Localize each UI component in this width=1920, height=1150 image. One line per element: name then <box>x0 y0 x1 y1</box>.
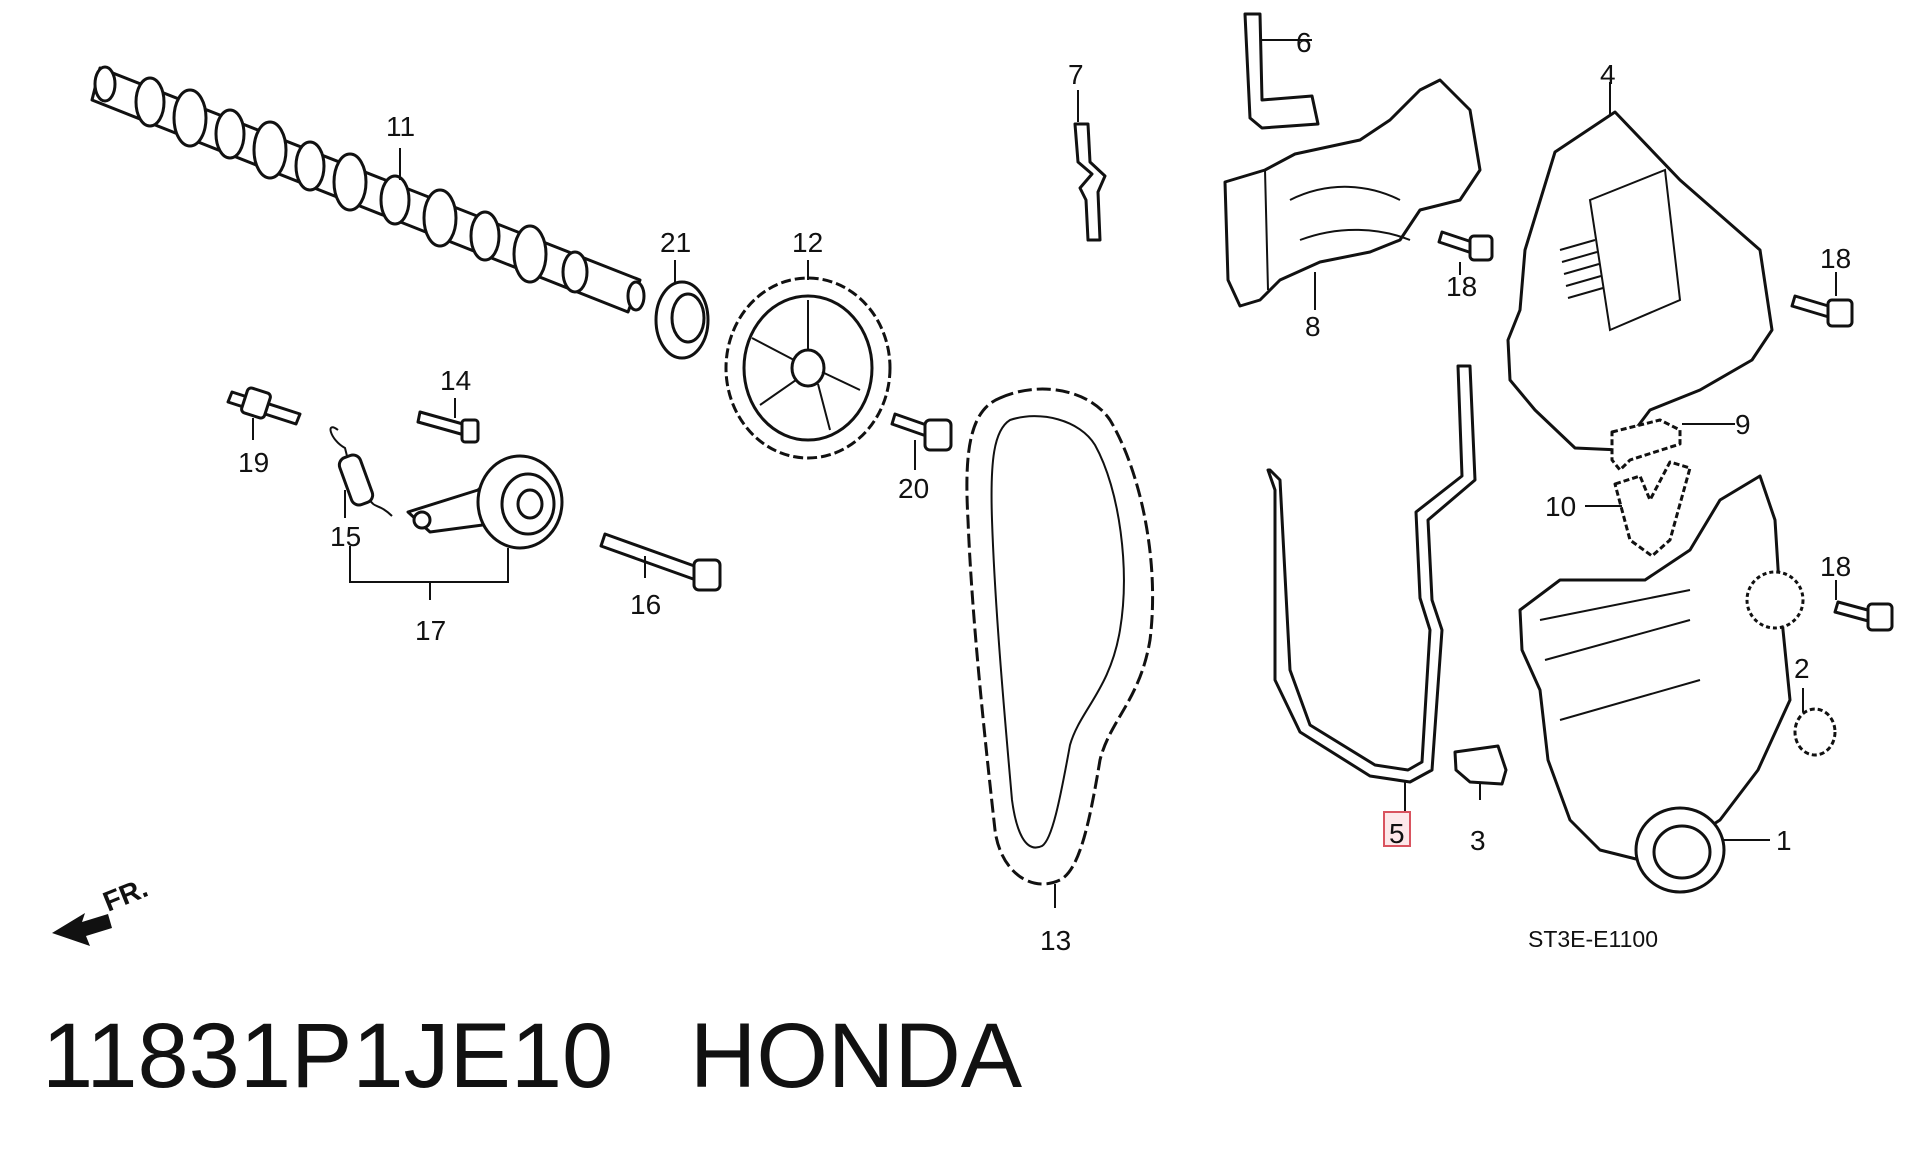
seal-part-6[interactable] <box>1243 12 1320 130</box>
bolt-part-16[interactable] <box>599 532 722 592</box>
callout-2[interactable]: 2 <box>1794 653 1810 684</box>
callout-21[interactable]: 21 <box>660 227 691 258</box>
timing-belt-part-13[interactable] <box>965 387 1155 886</box>
seal-part-10[interactable] <box>1613 460 1692 558</box>
callout-3[interactable]: 3 <box>1470 825 1486 856</box>
drawing-code: ST3E-E1100 <box>1528 926 1658 952</box>
timing-belt-cover-gasket-part-5[interactable] <box>1266 364 1477 784</box>
timing-belt-tensioner-part-17[interactable] <box>406 454 564 550</box>
callout-11[interactable]: 11 <box>386 111 415 142</box>
bolt-part-14[interactable] <box>416 410 480 444</box>
callout-17[interactable]: 17 <box>415 615 446 646</box>
callout-19[interactable]: 19 <box>238 447 269 478</box>
callout-numbers: 1 2 3 4 5 6 7 8 9 10 11 12 13 14 15 16 1… <box>238 27 1851 956</box>
guide-plate-part-7[interactable] <box>1073 122 1107 242</box>
callout-12[interactable]: 12 <box>792 227 823 258</box>
timing-belt-lower-cover-part-1[interactable] <box>1518 474 1805 894</box>
callout-9[interactable]: 9 <box>1735 409 1751 440</box>
caption: 11831P1JE10 HONDA <box>42 1010 1022 1102</box>
camshaft-pulley-part-12[interactable] <box>724 276 892 460</box>
callout-8[interactable]: 8 <box>1305 311 1321 342</box>
oil-seal-part-21[interactable] <box>654 280 710 360</box>
leader-lines <box>252 39 1837 908</box>
callout-6[interactable]: 6 <box>1296 27 1312 58</box>
camshaft-part-11[interactable] <box>90 65 646 314</box>
callout-15[interactable]: 15 <box>330 521 361 552</box>
callout-10[interactable]: 10 <box>1545 491 1576 522</box>
timing-belt-back-cover-part-8[interactable] <box>1223 78 1482 308</box>
stud-bolt-part-19[interactable] <box>226 386 302 426</box>
bolt-part-18-right-upper[interactable] <box>1790 294 1854 328</box>
clip-part-3[interactable] <box>1453 744 1508 786</box>
callout-4[interactable]: 4 <box>1600 59 1616 90</box>
seal-part-9[interactable] <box>1610 418 1682 472</box>
callout-16[interactable]: 16 <box>630 589 661 620</box>
callout-5[interactable]: 5 <box>1389 818 1405 849</box>
tensioner-spring-part-15[interactable] <box>329 426 393 517</box>
callout-5-highlight-box <box>1383 811 1411 847</box>
callout-18-right-lower[interactable]: 18 <box>1820 551 1851 582</box>
caption-brand: HONDA <box>689 1005 1023 1107</box>
caption-part-number: 11831P1JE10 <box>42 1005 614 1107</box>
timing-belt-upper-cover-part-4[interactable] <box>1506 110 1774 452</box>
front-direction-arrow-icon <box>52 913 112 946</box>
bolt-part-18-upper[interactable] <box>1437 230 1494 262</box>
bolt-part-20[interactable] <box>890 412 953 452</box>
callout-1[interactable]: 1 <box>1776 825 1792 856</box>
callout-18-upper[interactable]: 18 <box>1446 271 1477 302</box>
callout-7[interactable]: 7 <box>1068 59 1084 90</box>
bolt-part-18-right-lower[interactable] <box>1833 600 1894 632</box>
callout-18-right-upper[interactable]: 18 <box>1820 243 1851 274</box>
callout-13[interactable]: 13 <box>1040 925 1071 956</box>
callout-14[interactable]: 14 <box>440 365 471 396</box>
cap-part-2[interactable] <box>1793 707 1837 757</box>
front-marker-label: FR. <box>99 872 152 918</box>
callout-20[interactable]: 20 <box>898 473 929 504</box>
